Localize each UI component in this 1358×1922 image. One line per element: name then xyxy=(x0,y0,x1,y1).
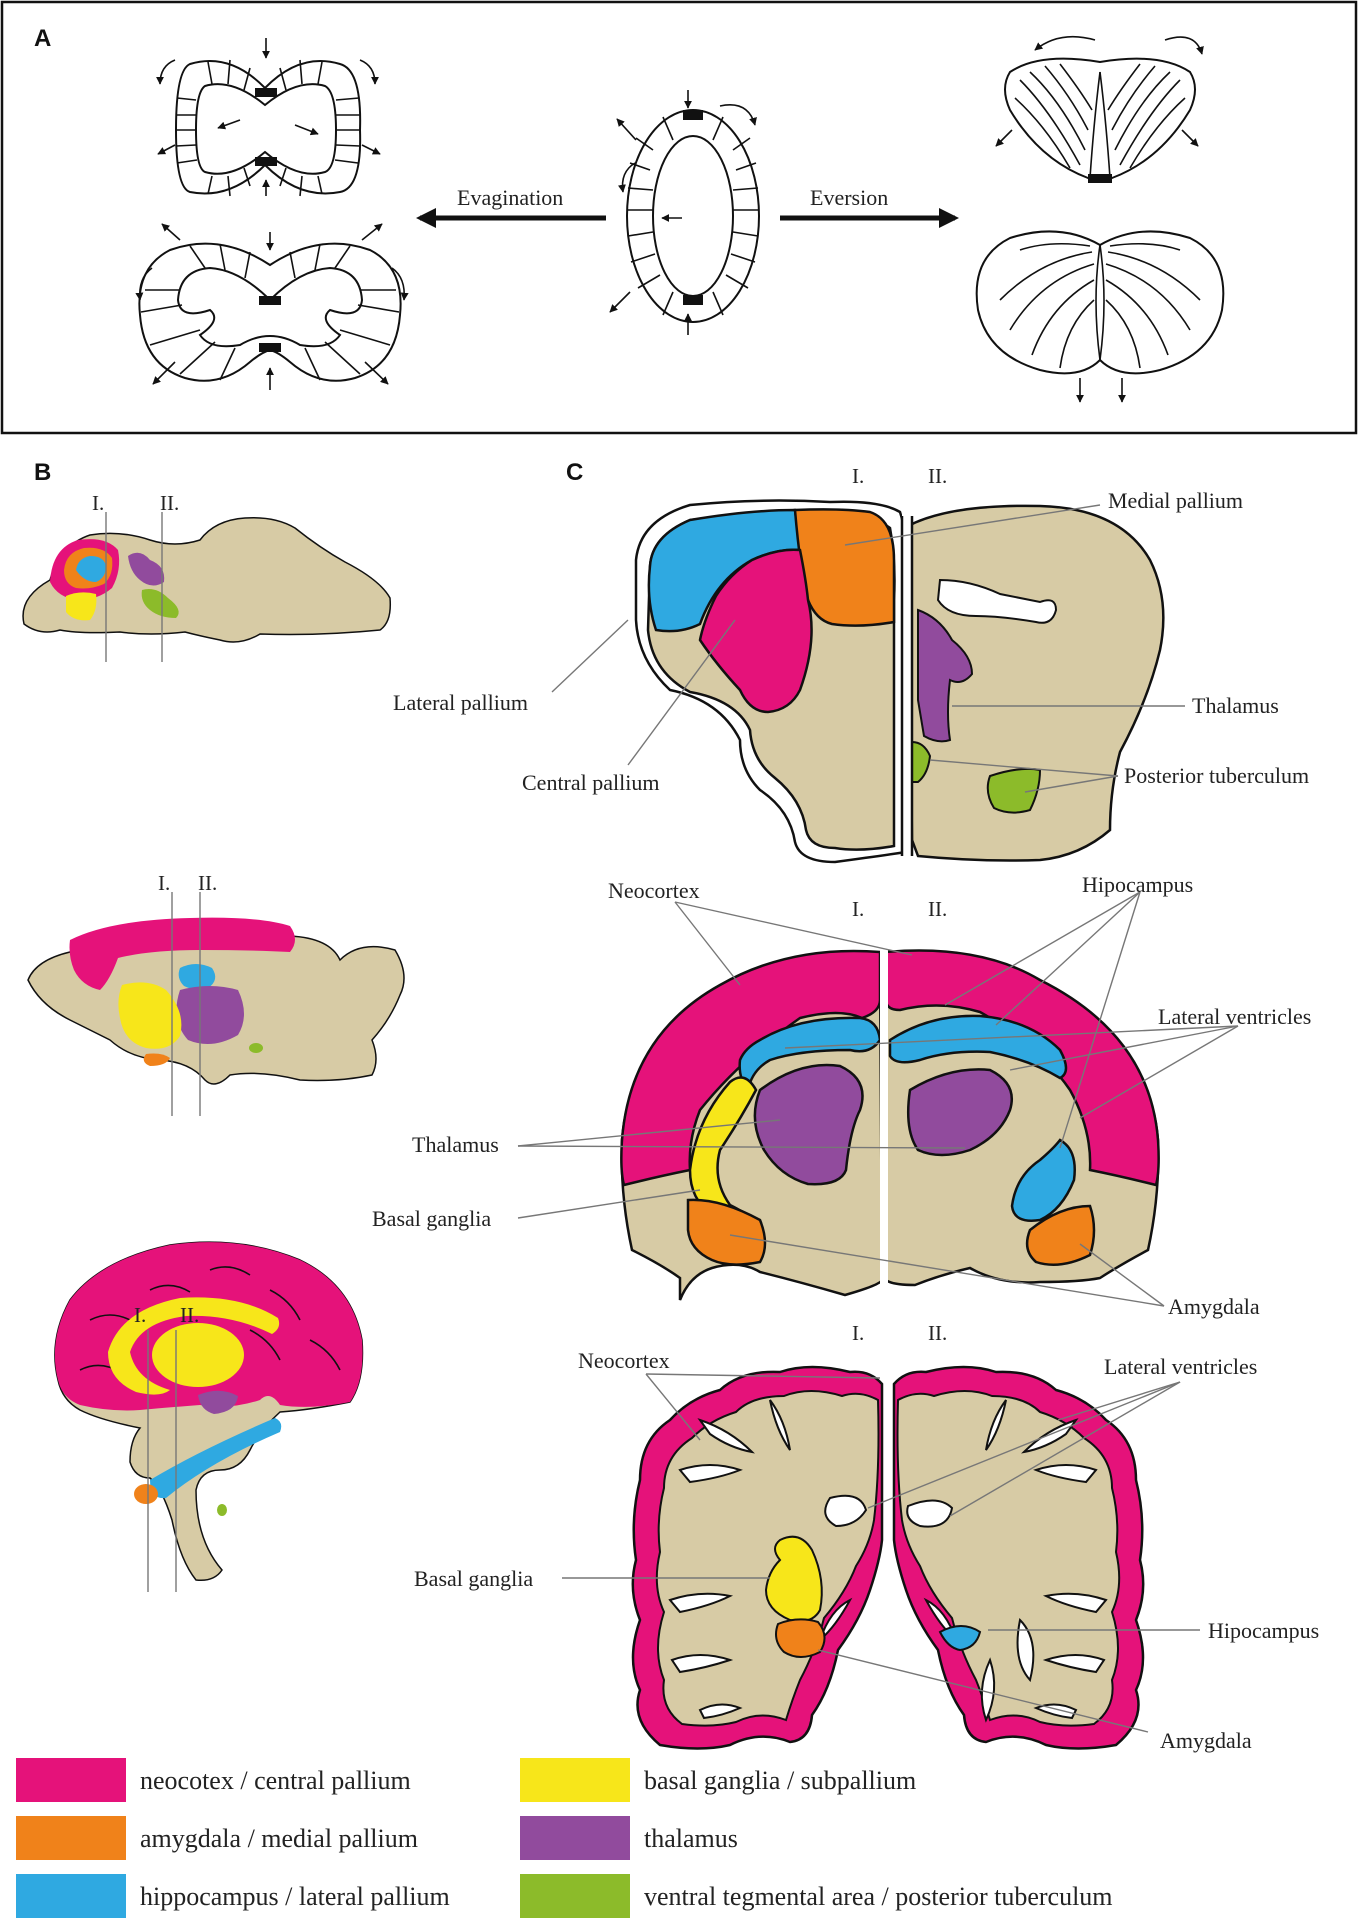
eversion-label: Eversion xyxy=(810,185,888,210)
rodent-label-thalamus: Thalamus xyxy=(412,1132,499,1157)
evagination-label: Evagination xyxy=(457,185,563,210)
fish-label-medial-pallium: Medial pallium xyxy=(1108,488,1243,513)
legend-swatch-2 xyxy=(16,1816,126,1860)
fish-sagittal-section-one: I. xyxy=(92,491,104,515)
fish-coronal-section: I. II. Medial pallium Lateral pallium Th… xyxy=(393,464,1309,864)
human-label-hipocampus: Hipocampus xyxy=(1208,1618,1319,1643)
human-label-neocortex: Neocortex xyxy=(578,1348,670,1373)
legend-swatch-5 xyxy=(520,1874,630,1918)
fish-sagittal-section-two: II. xyxy=(160,491,179,515)
panel-c: C I. II. Medial pallium Lateral pallium … xyxy=(372,459,1319,1753)
evagination-stage-1 xyxy=(156,38,381,197)
legend-swatch-1 xyxy=(520,1758,630,1802)
fish-sagittal-brain: I. II. xyxy=(22,491,392,662)
legend-swatch-0 xyxy=(16,1758,126,1802)
human-sagittal-section-two: II. xyxy=(180,1303,199,1327)
legend-label-3: thalamus xyxy=(644,1824,738,1853)
eversion-stage-2 xyxy=(975,230,1225,403)
rodent-sagittal-brain: I. II. xyxy=(27,871,405,1116)
panel-a-frame xyxy=(0,0,1358,435)
human-label-amygdala: Amygdala xyxy=(1160,1728,1252,1753)
human-sagittal-section-one: I. xyxy=(134,1303,146,1327)
rodent-label-basal-ganglia: Basal ganglia xyxy=(372,1206,491,1231)
rodent-label-amygdala: Amygdala xyxy=(1168,1294,1260,1319)
legend-swatch-3 xyxy=(520,1816,630,1860)
fish-coronal-section-one: I. xyxy=(852,464,864,488)
human-sagittal-brain: I. II. xyxy=(54,1241,364,1592)
human-coronal-section-two: II. xyxy=(928,1321,947,1345)
rodent-sagittal-section-one: I. xyxy=(158,871,170,895)
legend-label-4: hippocampus / lateral pallium xyxy=(140,1882,450,1911)
legend-label-5: ventral tegmental area / posterior tuber… xyxy=(644,1882,1113,1911)
fish-label-central-pallium: Central pallium xyxy=(522,770,659,795)
panel-b: B I. II. I. II. xyxy=(22,459,405,1592)
rodent-sagittal-section-two: II. xyxy=(198,871,217,895)
panel-a: A xyxy=(0,0,1358,435)
neural-tube-radial-cells xyxy=(627,116,759,316)
human-coronal-section: I. II. Neocortex Lateral ventricles Basa… xyxy=(414,1321,1319,1753)
rodent-coronal-section-one: I. xyxy=(852,897,864,921)
legend-swatch-4 xyxy=(16,1874,126,1918)
rodent-label-hipocampus: Hipocampus xyxy=(1082,872,1193,897)
fish-label-thalamus: Thalamus xyxy=(1192,693,1279,718)
legend-label-2: amygdala / medial pallium xyxy=(140,1824,418,1853)
rodent-label-neocortex: Neocortex xyxy=(608,878,700,903)
legend: neocotex / central pallium basal ganglia … xyxy=(16,1758,1113,1918)
fish-label-lateral-pallium: Lateral pallium xyxy=(393,690,528,715)
rodent-coronal-section: I. II. Neocortex Hipocampus Lateral vent… xyxy=(372,872,1311,1319)
neural-tube-initial xyxy=(609,90,760,335)
legend-label-1: basal ganglia / subpallium xyxy=(644,1766,916,1795)
evagination-stage-2 xyxy=(135,223,409,390)
human-label-basal-ganglia: Basal ganglia xyxy=(414,1566,533,1591)
panel-a-letter: A xyxy=(34,25,51,52)
panel-b-letter: B xyxy=(34,459,51,486)
eversion-stage-1 xyxy=(995,35,1204,183)
human-sulci xyxy=(668,1399,1108,1723)
panel-c-letter: C xyxy=(566,459,583,486)
legend-label-0: neocotex / central pallium xyxy=(140,1766,411,1795)
human-label-lateral-ventricles: Lateral ventricles xyxy=(1104,1354,1257,1379)
fish-label-posterior-tuberculum: Posterior tuberculum xyxy=(1124,763,1309,788)
rodent-coronal-section-two: II. xyxy=(928,897,947,921)
rodent-label-lateral-ventricles: Lateral ventricles xyxy=(1158,1004,1311,1029)
human-coronal-section-one: I. xyxy=(852,1321,864,1345)
fish-coronal-section-two: II. xyxy=(928,464,947,488)
